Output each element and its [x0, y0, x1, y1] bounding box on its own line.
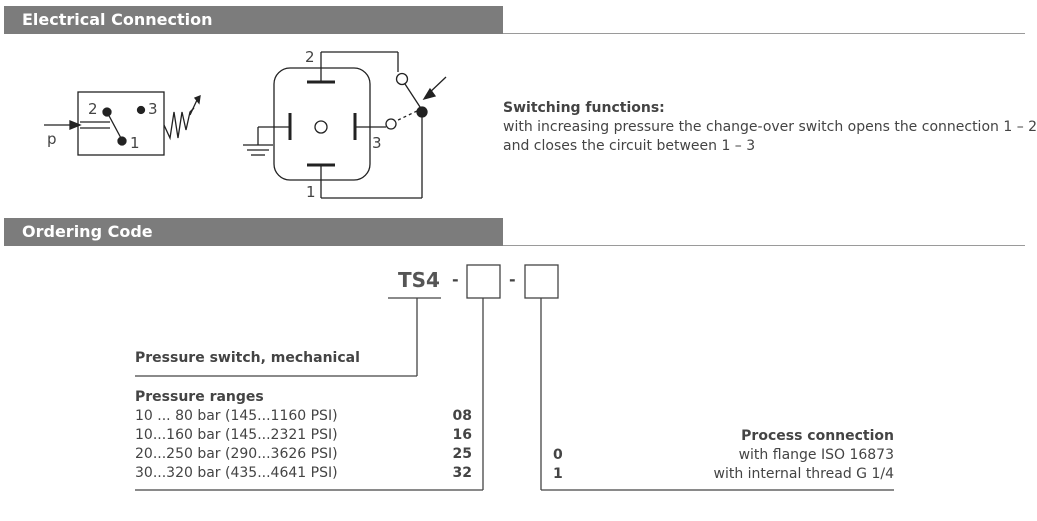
range-label: 10 ... 80 bar (145...1160 PSI): [135, 408, 338, 424]
contact-2: [395, 72, 409, 86]
code-box-2: [524, 264, 559, 299]
switching-line-2: and closes the circuit between 1 – 3: [503, 138, 756, 154]
label-pin-3: 3: [372, 134, 382, 152]
range-code: 08: [452, 408, 472, 424]
plug-diagram: [243, 51, 447, 199]
process-code: 1: [553, 466, 563, 482]
switching-heading: Switching functions:: [503, 100, 665, 116]
label-pin-2: 2: [305, 48, 315, 66]
label-p: p: [47, 130, 57, 148]
range-code: 32: [452, 465, 472, 481]
center-hole: [314, 120, 328, 134]
range-label: 10...160 bar (145...2321 PSI): [135, 427, 338, 443]
process-heading: Process connection: [741, 428, 894, 444]
section-title: Electrical Connection: [22, 10, 213, 29]
pressure-ranges-heading: Pressure ranges: [135, 389, 264, 405]
section-divider: [503, 245, 1025, 246]
switching-line-1: with increasing pressure the change-over…: [503, 119, 1037, 135]
label-port-3: 3: [148, 100, 158, 118]
common-contact: [416, 106, 428, 118]
electrical-connection-header: Electrical Connection: [4, 6, 503, 34]
spring: [163, 107, 195, 141]
process-code: 0: [553, 447, 563, 463]
code-box-1: [466, 264, 501, 299]
ordering-code-connectors: [135, 264, 894, 491]
range-code: 16: [452, 427, 472, 443]
section-title: Ordering Code: [22, 222, 153, 241]
switch-contact: [106, 111, 123, 141]
pressure-switch-label: Pressure switch, mechanical: [135, 350, 360, 366]
label-pin-1: 1: [306, 183, 316, 201]
code-dash: -: [452, 270, 459, 289]
code-dash: -: [509, 270, 516, 289]
switch-symbol: [44, 91, 201, 156]
process-label: with internal thread G 1/4: [713, 466, 895, 482]
range-label: 20...250 bar (290...3626 PSI): [135, 446, 338, 462]
range-label: 30...320 bar (435...4641 PSI): [135, 465, 338, 481]
label-port-2: 2: [88, 100, 98, 118]
range-code: 25: [452, 446, 472, 462]
code-prefix: TS4: [398, 268, 440, 292]
plug-body: [273, 67, 371, 181]
section-divider: [503, 33, 1025, 34]
ordering-code-header: Ordering Code: [4, 218, 503, 246]
label-port-1: 1: [130, 134, 140, 152]
process-label: with flange ISO 16873: [738, 447, 894, 463]
pressure-arrow: [69, 120, 82, 130]
